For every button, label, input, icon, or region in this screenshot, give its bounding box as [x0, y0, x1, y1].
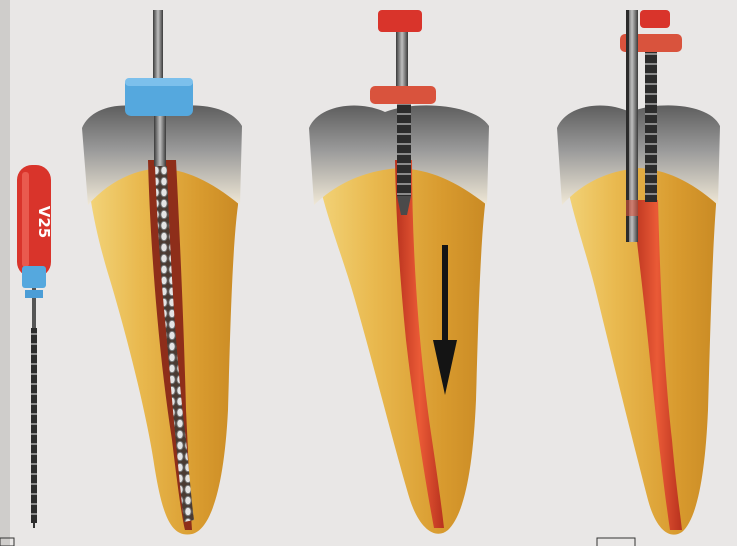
- file-handle-collar: [22, 266, 46, 288]
- stopper-top-highlight: [125, 78, 193, 86]
- file-handle-highlight: [22, 172, 29, 267]
- file-in-canal-upper: [154, 116, 166, 166]
- file-rubber-stop: [25, 290, 43, 298]
- spreader-shaft: [645, 52, 657, 202]
- file-size-label: V25: [35, 206, 53, 238]
- file-cutting-blade: [31, 328, 37, 523]
- instrument-band: [626, 200, 638, 216]
- left-shadow-band: [0, 0, 10, 546]
- spreader-handle-top: [378, 10, 422, 32]
- rubber-stopper-red: [370, 86, 436, 104]
- spreader-in-canal: [397, 104, 411, 196]
- spreader-handle-top: [640, 10, 670, 28]
- spreader-shaft: [396, 32, 408, 88]
- file-shank: [153, 10, 163, 80]
